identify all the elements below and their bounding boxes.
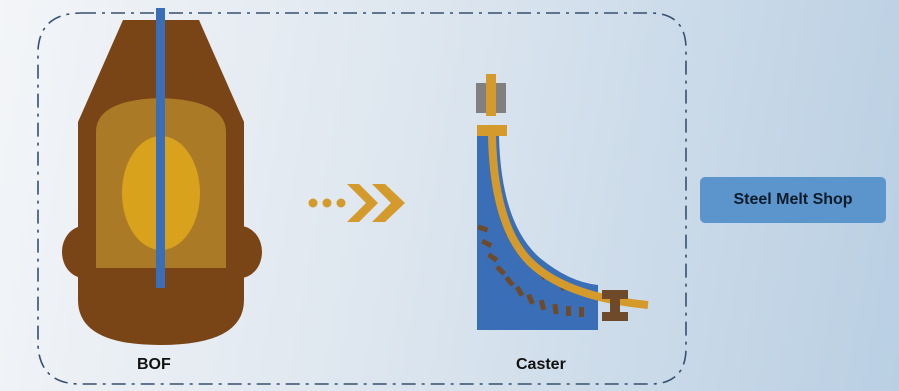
- tundish-nozzle: [486, 74, 496, 116]
- arrow-chevron-1: [347, 184, 378, 222]
- caster-label: Caster: [516, 356, 566, 373]
- oxygen-lance: [156, 8, 165, 288]
- bof-label: BOF: [137, 356, 171, 373]
- arrow-dot-3: [336, 198, 346, 208]
- arrow-chevron-2: [372, 184, 405, 222]
- exit-rolls-top: [602, 290, 628, 299]
- caster: [476, 74, 649, 330]
- exit-rolls-bottom: [602, 312, 628, 321]
- mold: [477, 125, 507, 136]
- arrow-dot-2: [322, 198, 332, 208]
- support-rollers: [477, 224, 584, 317]
- flow-arrow: [308, 184, 405, 222]
- arrow-dot-1: [308, 198, 318, 208]
- steel-melt-shop-badge: Steel Melt Shop: [700, 177, 886, 223]
- exit-roll-mid: [610, 299, 620, 312]
- bof-vessel: [62, 8, 262, 345]
